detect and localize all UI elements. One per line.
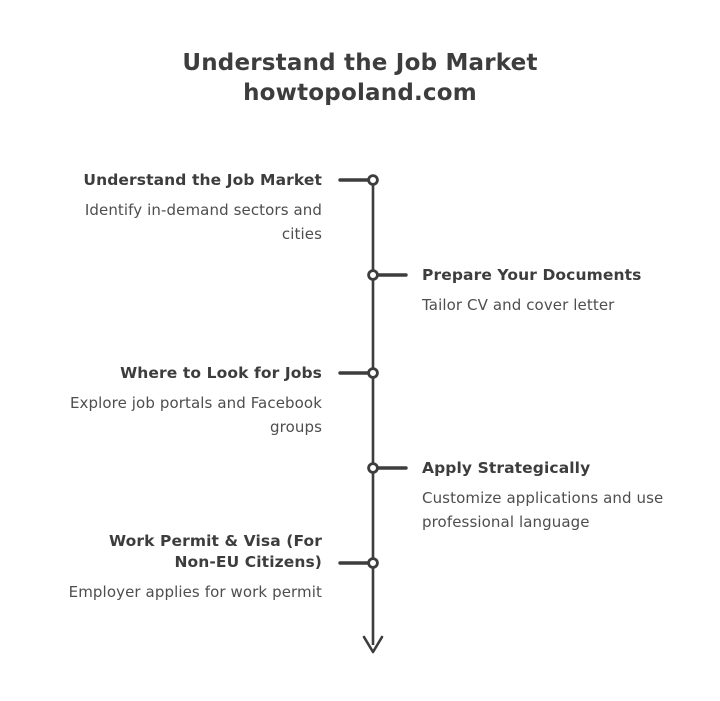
timeline-marker-5 [367,557,379,569]
timeline-item-heading: Apply Strategically [422,459,591,477]
timeline-item-content-3[interactable]: Where to Look for Jobs Explore job porta… [22,363,322,439]
timeline-item-content-4[interactable]: Apply Strategically Customize applicatio… [422,458,698,534]
timeline-item-description: Explore job portals and Facebook groups [69,394,322,436]
timeline-item-description: Employer applies for work permit [68,583,322,601]
timeline-marker-1 [367,174,379,186]
timeline-marker-3 [367,367,379,379]
timeline-item-heading: Where to Look for Jobs [120,364,322,382]
timeline-item-description: Tailor CV and cover letter [422,296,615,314]
timeline-item-content-2[interactable]: Prepare Your Documents Tailor CV and cov… [422,265,698,317]
timeline-item-heading: Understand the Job Market [83,171,322,189]
timeline-item-description: Customize applications and use professio… [422,489,664,531]
timeline-item-description: Identify in-demand sectors and cities [84,201,322,243]
timeline-marker-2 [367,269,379,281]
down-arrow-icon [362,635,384,654]
timeline-item-heading: Work Permit & Visa (For Non-EU Citizens) [109,532,322,571]
title-line-secondary: howtopoland.com [243,80,477,106]
page-title: Understand the Job Market howtopoland.co… [0,48,720,108]
timeline-marker-4 [367,462,379,474]
title-line-primary: Understand the Job Market [182,50,538,76]
timeline-item-content-1[interactable]: Understand the Job Market Identify in-de… [22,170,322,246]
timeline-item-content-5[interactable]: Work Permit & Visa (For Non-EU Citizens)… [22,531,322,604]
timeline-item-heading: Prepare Your Documents [422,266,642,284]
